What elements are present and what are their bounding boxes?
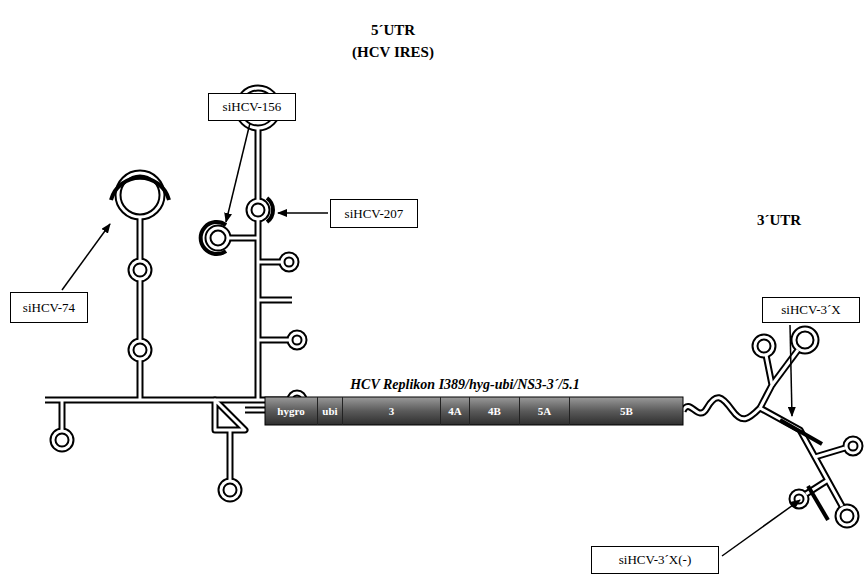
sirna-label: siHCV-74 (23, 300, 75, 316)
sirna-callout: siHCV-74 (10, 292, 88, 323)
gene-label: hygro (277, 405, 304, 417)
gene-label: 4A (448, 405, 461, 417)
sirna-label: siHCV-3´X(-) (619, 552, 691, 568)
gene-label: ubi (322, 405, 337, 417)
sirna-callout: siHCV-3´X (762, 297, 860, 323)
region-heading: 5´UTR (371, 22, 415, 39)
construct-name: HCV Replikon I389/hyg-ubi/NS3-3´/5.1 (350, 377, 580, 393)
gene-label: 3 (389, 405, 395, 417)
gene-segment: 4A (441, 397, 470, 425)
gene-segment: 3 (343, 397, 441, 425)
gene-label: 5B (620, 405, 633, 417)
sirna-callout: siHCV-207 (330, 199, 418, 228)
gene-label: 4B (488, 405, 501, 417)
sirna-label: siHCV-3´X (781, 302, 840, 318)
sirna-callout: siHCV-3´X(-) (591, 546, 719, 574)
sirna-label: siHCV-207 (345, 206, 404, 222)
sirna-callout: siHCV-156 (208, 93, 296, 121)
gene-segment: hygro (265, 397, 318, 425)
region-heading: 3´UTR (757, 212, 801, 229)
region-heading: (HCV IRES) (352, 44, 434, 61)
gene-segment: 5A (520, 397, 570, 425)
gene-segment: 5B (570, 397, 683, 425)
gene-segment: ubi (318, 397, 343, 425)
gene-segment: 4B (470, 397, 520, 425)
gene-label: 5A (538, 405, 551, 417)
sirna-label: siHCV-156 (223, 99, 282, 115)
